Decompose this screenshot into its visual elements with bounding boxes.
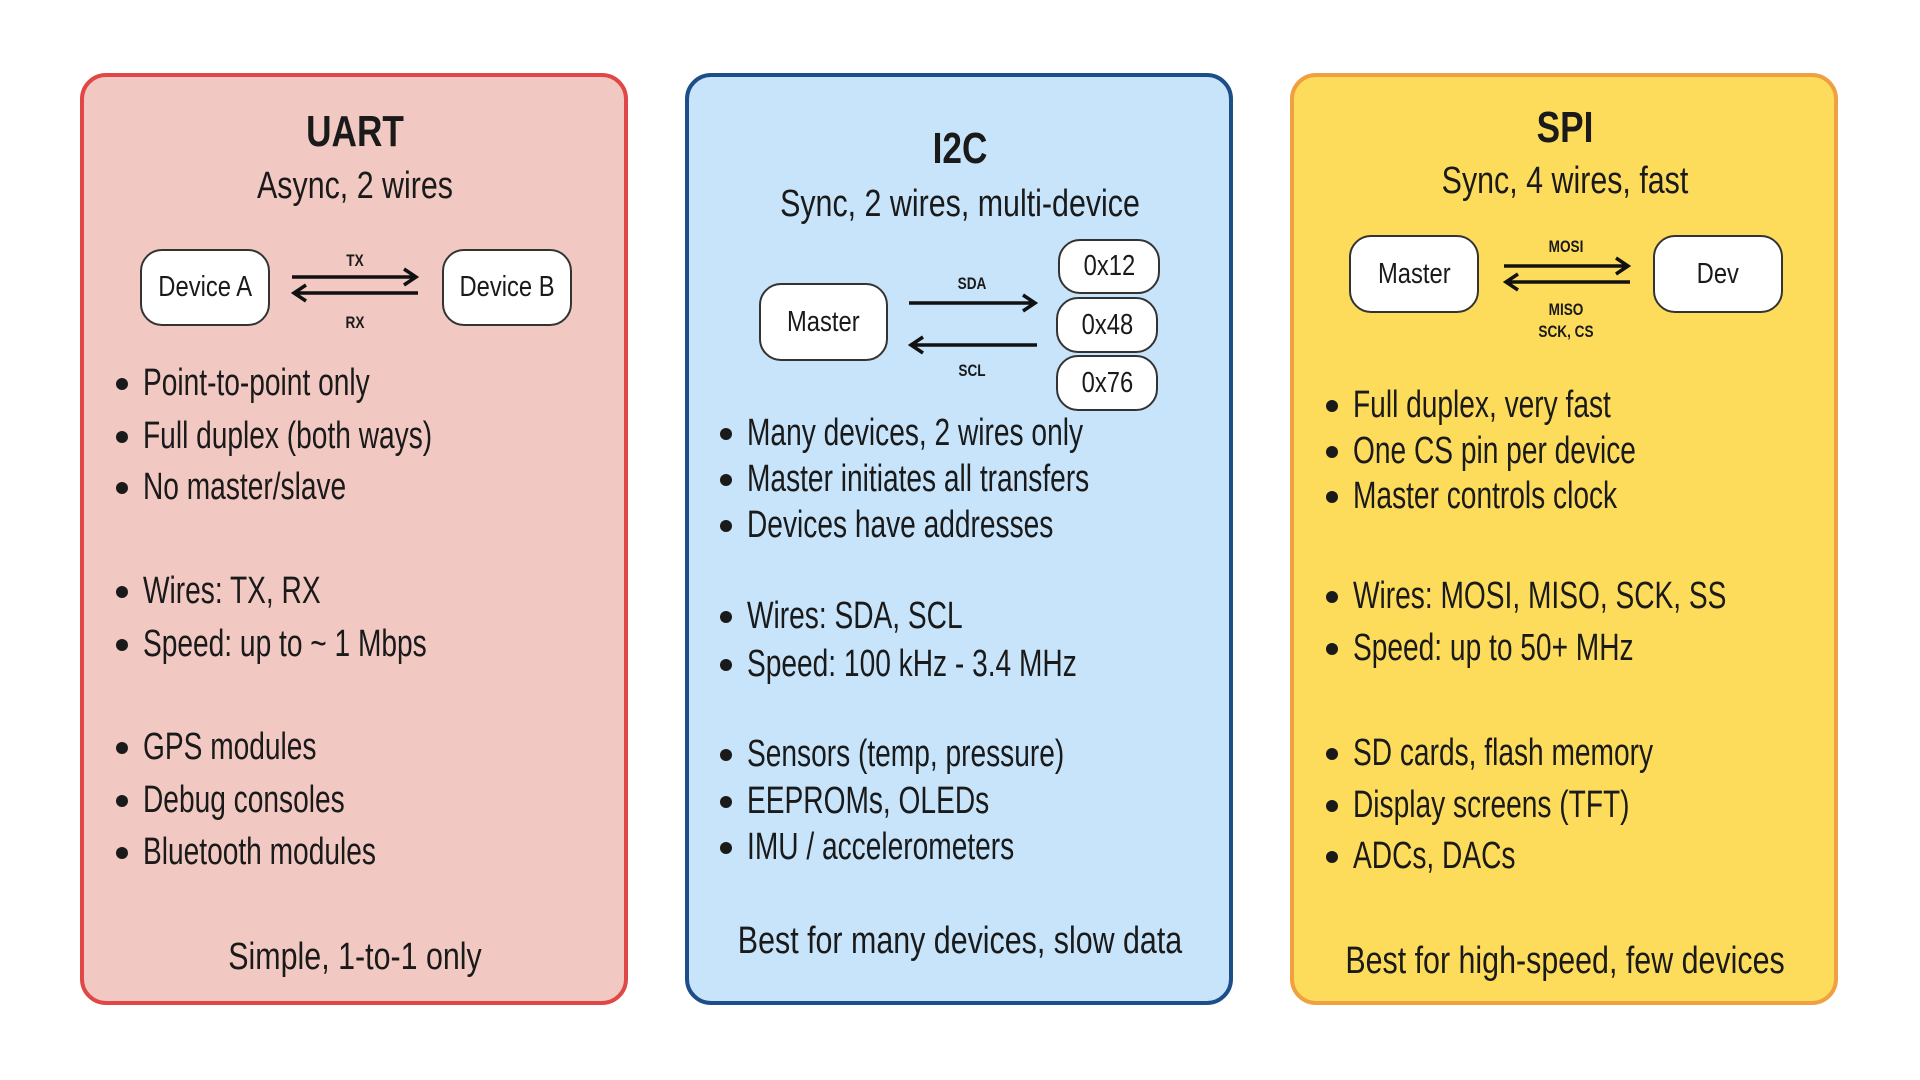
spi-miso-arrow <box>1502 272 1630 292</box>
spi-master-label: Master <box>1377 257 1451 290</box>
bullet-dot-icon <box>1326 591 1338 603</box>
uart-title: UART <box>306 107 404 156</box>
spi-miso-label: MISO <box>1548 300 1584 319</box>
bullet-dot-icon <box>720 749 732 761</box>
uart-tx-arrow <box>292 267 420 287</box>
bullet-text: Speed: up to ~ 1 Mbps <box>143 623 427 665</box>
uart-device-b-box: Device B <box>442 249 572 326</box>
bullet-dot-icon <box>720 659 732 671</box>
bullet-dot-icon <box>116 847 128 859</box>
bullet-dot-icon <box>116 431 128 443</box>
bullet-text: SD cards, flash memory <box>1353 732 1654 774</box>
bullet-text: Sensors (temp, pressure) <box>747 733 1065 775</box>
bullet-text: EEPROMs, OLEDs <box>747 780 990 822</box>
bullet-text: Point-to-point only <box>143 362 370 404</box>
bullet-dot-icon <box>1326 400 1338 412</box>
spi-title: SPI <box>1536 103 1594 152</box>
bullet-dot-icon <box>720 842 732 854</box>
bullet-text: Many devices, 2 wires only <box>747 412 1084 454</box>
bullet-text: Display screens (TFT) <box>1353 784 1630 826</box>
spi-mosi-arrow <box>1504 256 1632 276</box>
address-label: 0x12 <box>1083 250 1135 282</box>
i2c-sda-label: SDA <box>957 274 987 293</box>
bullet-text: Debug consoles <box>143 779 345 821</box>
bullet-text: Full duplex, very fast <box>1353 384 1611 426</box>
device-b-label: Device B <box>459 271 555 303</box>
i2c-subtitle: Sync, 2 wires, multi-device <box>780 183 1140 225</box>
uart-card <box>80 73 628 1005</box>
uart-rx-arrow <box>290 283 418 303</box>
spi-footer: Best for high-speed, few devices <box>1345 940 1785 982</box>
bullet-text: IMU / accelerometers <box>747 826 1015 868</box>
bullet-dot-icon <box>116 795 128 807</box>
i2c-address-box: 0x12 <box>1058 239 1160 294</box>
spi-subtitle: Sync, 4 wires, fast <box>1441 160 1689 202</box>
i2c-sda-arrow <box>909 293 1039 313</box>
bullet-dot-icon <box>1326 748 1338 760</box>
bullet-dot-icon <box>720 796 732 808</box>
uart-footer: Simple, 1-to-1 only <box>228 936 482 978</box>
bullet-text: ADCs, DACs <box>1353 835 1516 877</box>
bullet-dot-icon <box>720 428 732 440</box>
i2c-footer: Best for many devices, slow data <box>737 920 1183 962</box>
i2c-scl-arrow <box>907 335 1037 355</box>
spi-master-box: Master <box>1349 235 1479 313</box>
i2c-master-box: Master <box>759 283 888 361</box>
i2c-address-box: 0x48 <box>1056 297 1158 353</box>
address-label: 0x48 <box>1081 308 1133 341</box>
i2c-card <box>685 73 1233 1005</box>
bullet-dot-icon <box>116 482 128 494</box>
uart-subtitle: Async, 2 wires <box>257 165 453 207</box>
address-label: 0x76 <box>1081 366 1133 399</box>
i2c-title: I2C <box>932 124 988 173</box>
spi-card <box>1290 73 1838 1005</box>
bullet-dot-icon <box>1326 800 1338 812</box>
uart-tx-label: TX <box>346 251 364 270</box>
bullet-dot-icon <box>720 520 732 532</box>
bullet-text: No master/slave <box>143 466 347 508</box>
bullet-text: Devices have addresses <box>747 504 1054 546</box>
bullet-text: GPS modules <box>143 726 317 768</box>
bullet-text: Wires: SDA, SCL <box>747 595 963 637</box>
bullet-text: Speed: 100 kHz - 3.4 MHz <box>747 643 1077 685</box>
bullet-dot-icon <box>1326 851 1338 863</box>
bullet-text: Bluetooth modules <box>143 831 376 873</box>
bullet-text: Speed: up to 50+ MHz <box>1353 627 1634 669</box>
device-a-label: Device A <box>158 271 252 303</box>
i2c-master-label: Master <box>787 305 860 338</box>
spi-sck-cs-label: SCK, CS <box>1538 322 1594 341</box>
bullet-dot-icon <box>1326 446 1338 458</box>
i2c-scl-label: SCL <box>958 361 986 380</box>
bullet-dot-icon <box>116 742 128 754</box>
bullet-dot-icon <box>116 639 128 651</box>
uart-device-a-box: Device A <box>140 249 270 326</box>
bullet-dot-icon <box>1326 491 1338 503</box>
bullet-text: One CS pin per device <box>1353 430 1636 472</box>
bullet-text: Master initiates all transfers <box>747 458 1090 500</box>
i2c-address-box: 0x76 <box>1056 355 1158 411</box>
spi-mosi-label: MOSI <box>1548 237 1584 256</box>
uart-rx-label: RX <box>345 313 365 332</box>
bullet-dot-icon <box>720 611 732 623</box>
bullet-dot-icon <box>720 474 732 486</box>
bullet-text: Master controls clock <box>1353 475 1618 517</box>
bullet-text: Full duplex (both ways) <box>143 415 433 457</box>
spi-dev-box: Dev <box>1653 235 1783 313</box>
bullet-dot-icon <box>116 586 128 598</box>
bullet-text: Wires: TX, RX <box>143 570 321 612</box>
spi-dev-label: Dev <box>1696 257 1740 290</box>
bullet-dot-icon <box>116 378 128 390</box>
bullet-dot-icon <box>1326 643 1338 655</box>
bullet-text: Wires: MOSI, MISO, SCK, SS <box>1353 575 1727 617</box>
